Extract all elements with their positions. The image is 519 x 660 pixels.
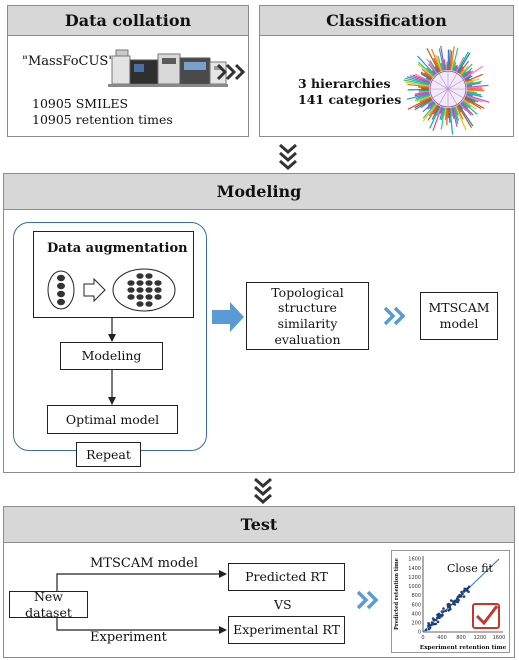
arrow-to-predicted [57,574,226,591]
chevron-right-icon [358,592,376,608]
chevron-down-icon [280,145,296,168]
chevron-down-icon [255,479,271,502]
chevron-right-icon [218,65,243,79]
arrow-right-icon [212,302,244,332]
chevron-right-icon [385,308,403,324]
arrow-to-experimental [57,618,226,630]
